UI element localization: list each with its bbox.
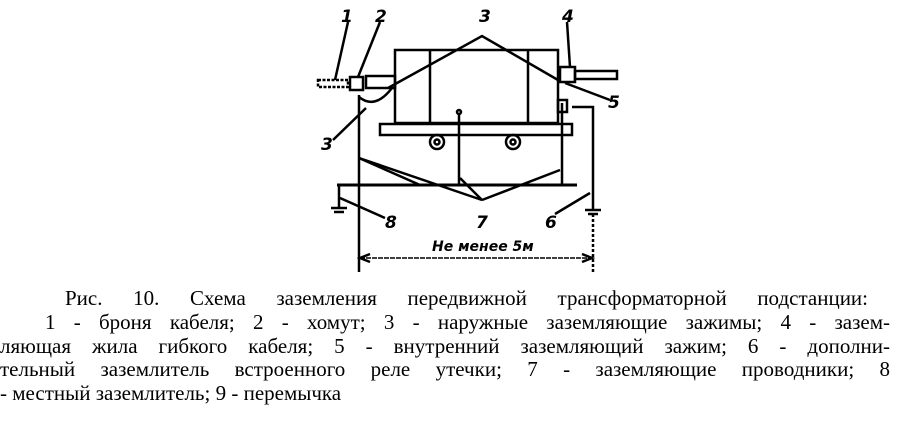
dimension-label: Не менее 5м	[432, 239, 534, 255]
caption-line: ляющая жила гибкого кабеля; 5 - внутренн…	[0, 333, 890, 358]
ground-terminal	[455, 108, 463, 116]
wheel	[509, 138, 517, 146]
label-8: 8	[385, 213, 397, 233]
jumper	[358, 87, 393, 104]
wheel	[428, 133, 446, 151]
leader	[333, 21, 350, 81]
substation-body	[393, 48, 560, 125]
platform-frame	[378, 122, 574, 137]
leader	[332, 107, 367, 141]
leader	[387, 34, 559, 90]
caption-line: - местный заземлитель; 9 - перемычка	[0, 381, 342, 406]
grounding-diagram: 1 2 3 4 5 3 8 7 6 Не менее 5м	[316, 7, 620, 272]
leader	[356, 21, 382, 78]
label-6: 6	[545, 213, 557, 233]
leader	[564, 81, 611, 102]
label-7: 7	[476, 213, 488, 233]
leader	[565, 21, 572, 68]
caption-line: 1 - броня кабеля; 2 - хомут; 3 - наружны…	[45, 309, 890, 334]
relay-earth-lead	[572, 105, 595, 210]
leader	[481, 168, 561, 202]
arrowhead	[356, 252, 371, 264]
leader	[554, 191, 591, 216]
clamp	[348, 75, 365, 92]
figure-caption: Рис. 10. Схема заземления передвижной тр…	[0, 286, 890, 406]
flexible-cable	[558, 65, 577, 84]
leader	[358, 156, 483, 202]
arrowhead	[581, 252, 596, 264]
wheel	[433, 138, 441, 146]
label-3-left: 3	[321, 135, 333, 155]
cable-armour	[316, 78, 350, 89]
internal-clamp	[556, 98, 569, 114]
caption-line: тельный заземлитель встроенного реле уте…	[0, 357, 890, 382]
flexible-cable	[573, 69, 619, 81]
caption-title: Рис. 10. Схема заземления передвижной тр…	[65, 286, 868, 310]
wheel	[504, 133, 522, 151]
leader	[339, 196, 386, 220]
label-1: 1	[341, 7, 353, 27]
label-2: 2	[375, 7, 387, 27]
label-3-top: 3	[479, 7, 491, 27]
label-5: 5	[608, 93, 620, 113]
label-4: 4	[561, 7, 574, 27]
cable-gland	[364, 74, 397, 90]
